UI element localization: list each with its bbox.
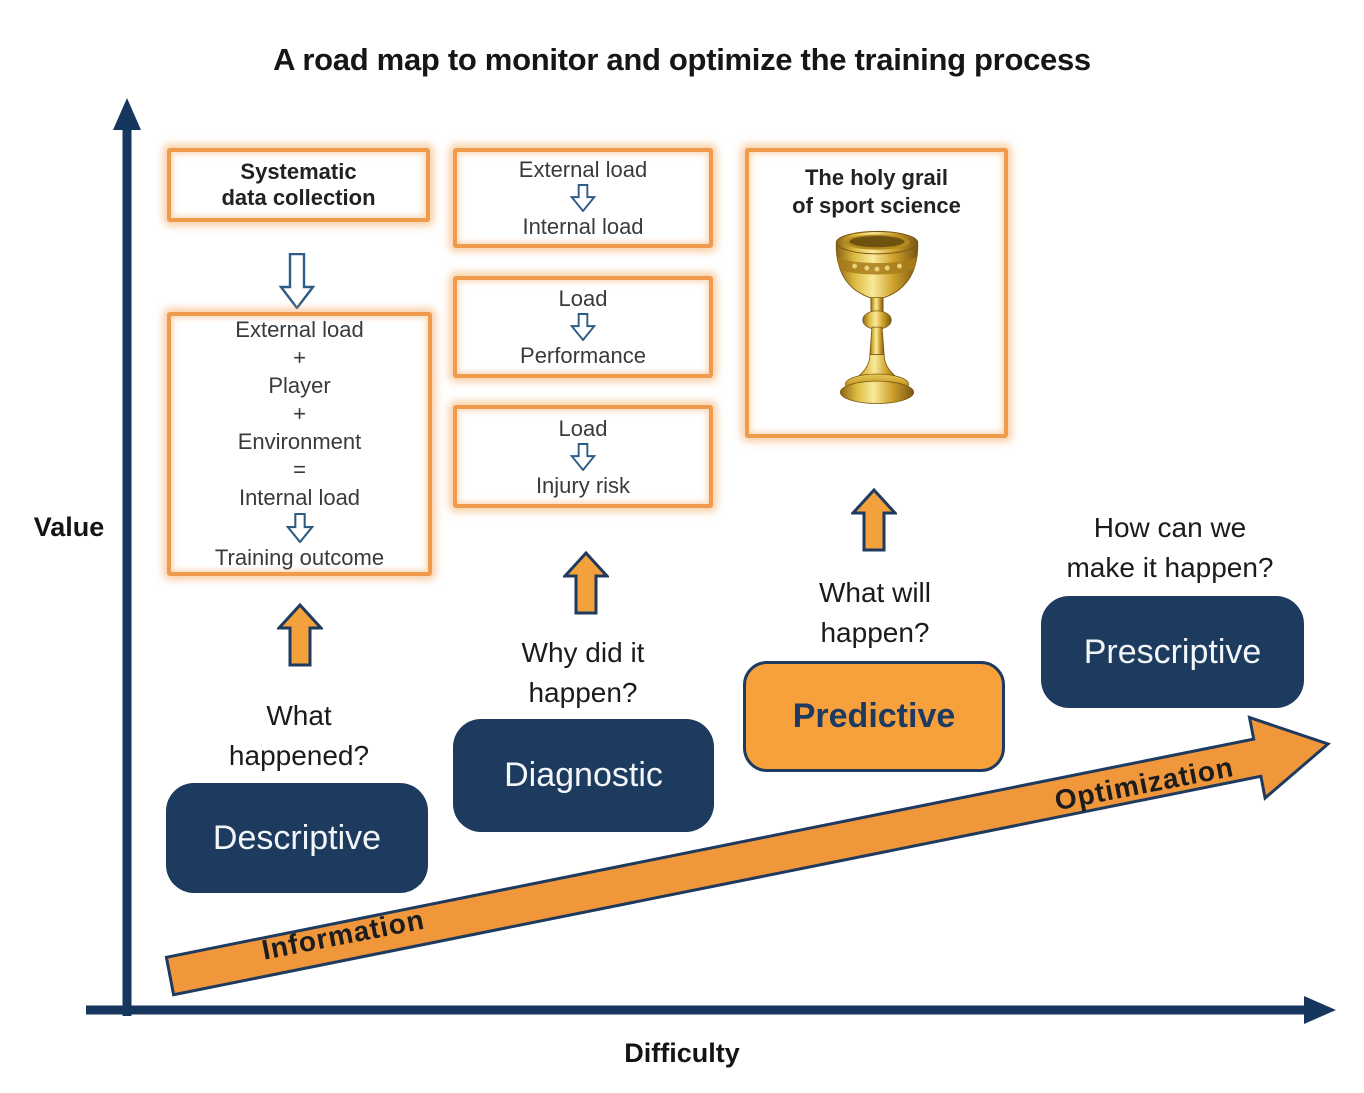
x-axis-label: Difficulty <box>624 1038 740 1068</box>
stage-box-descriptive: Descriptive <box>166 783 428 893</box>
question-what-will-happen: What will happen? <box>818 577 931 648</box>
box-load-to-performance: Load Performance <box>453 276 713 378</box>
box-text-line: Environment <box>237 429 362 454</box>
y-axis-label: Value <box>33 512 105 542</box>
box-text-line: Internal load <box>238 485 361 510</box>
golden-chalice-icon <box>835 230 918 404</box>
stage-label: Predictive <box>792 697 956 735</box>
question-what-happened: What happened? <box>228 700 370 771</box>
question-how-can-we-make-it-happen: How can we make it happen? <box>1066 512 1274 583</box>
page-title: A road map to monitor and optimize the t… <box>273 42 1091 77</box>
information-optimization-arrow <box>164 715 1331 997</box>
down-arrow-icon <box>570 442 596 471</box>
box-text-line: + <box>293 345 306 370</box>
stage-box-predictive: Predictive <box>743 661 1005 772</box>
box-text-line: data collection <box>221 185 376 210</box>
stage-label: Diagnostic <box>504 756 663 794</box>
question-why-did-it-happen: Why did it happen? <box>521 637 645 708</box>
box-text-line: = <box>293 457 306 482</box>
box-systematic-data-collection: Systematic data collection <box>167 148 430 222</box>
down-arrow-icon <box>570 313 596 341</box>
box-text-line: External load <box>518 157 648 182</box>
stage-box-diagnostic: Diagnostic <box>453 719 714 832</box>
x-axis-arrowhead-icon <box>1304 996 1336 1024</box>
stage-label: Descriptive <box>212 818 382 857</box>
y-axis-arrowhead-icon <box>113 98 141 130</box>
box-text-line: Injury risk <box>535 472 631 498</box>
box-internal-load-model: External load + Player + Environment = I… <box>167 312 432 576</box>
box-holy-grail: The holy grail of sport science <box>745 148 1008 438</box>
box-text-line: + <box>293 401 306 426</box>
box-text-line: Load <box>558 415 608 441</box>
box-text-line: Systematic <box>240 159 357 184</box>
box-text-line: Internal load <box>522 214 644 239</box>
box-text-line: Training outcome <box>214 545 385 570</box>
box-external-to-internal-load: External load Internal load <box>453 148 713 248</box>
up-arrow-icon <box>563 551 609 615</box>
holy-grail-title: The holy grail of sport science <box>792 165 961 218</box>
down-arrow-icon <box>570 184 596 212</box>
box-text-line: Performance <box>520 343 646 368</box>
up-arrow-icon <box>851 488 897 552</box>
stage-box-prescriptive: Prescriptive <box>1041 596 1304 708</box>
down-arrow-icon <box>285 513 314 543</box>
box-text-line: External load <box>235 317 364 342</box>
box-text-line: Player <box>268 373 331 398</box>
up-arrow-icon <box>277 603 323 667</box>
box-text-line: Load <box>558 286 608 311</box>
down-arrow-icon <box>279 253 315 309</box>
box-load-to-injury-risk: Load Injury risk <box>453 405 713 508</box>
stage-label: Prescriptive <box>1083 632 1262 671</box>
